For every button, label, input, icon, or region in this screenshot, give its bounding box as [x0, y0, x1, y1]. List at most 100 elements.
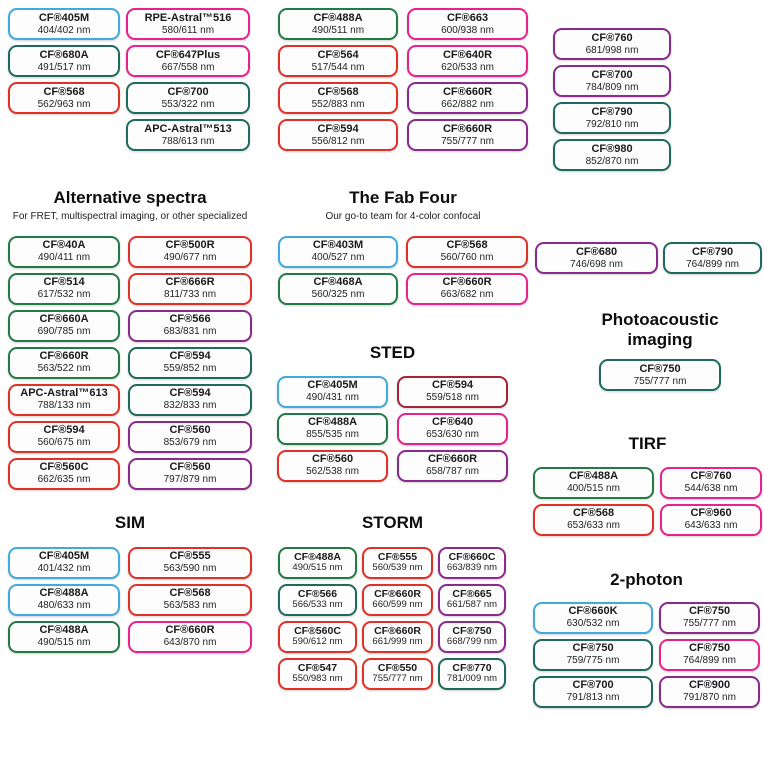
- dye-name: CF®566: [297, 588, 338, 601]
- dye-name: CF®680A: [39, 48, 89, 61]
- dye-ex-em: 643/870 nm: [163, 637, 217, 649]
- dye-ex-em: 755/777 nm: [683, 618, 736, 630]
- dye-ex-em: 560/760 nm: [440, 252, 494, 264]
- dye-ex-em: 792/810 nm: [585, 118, 639, 130]
- photoacoustic-title: Photoacoustic imaging: [601, 310, 719, 349]
- dye-ex-em: 667/558 nm: [161, 61, 215, 73]
- dye-ex-em: 663/839 nm: [446, 562, 498, 574]
- dye-ex-em: 788/613 nm: [161, 135, 215, 147]
- dye-ex-em: 662/635 nm: [37, 474, 91, 486]
- dye-ex-em: 544/638 nm: [684, 483, 738, 495]
- dye-name: CF®665: [452, 588, 492, 601]
- dye-name: APC-Astral™613: [20, 387, 108, 400]
- dye-ex-em: 560/675 nm: [37, 437, 91, 449]
- dye-name: CF®488A: [39, 624, 89, 637]
- dye-name: CF®700: [591, 68, 633, 81]
- dye-name: CF®560: [169, 424, 211, 437]
- dye-ex-em: 643/633 nm: [684, 520, 738, 532]
- dye-name: CF®640: [431, 416, 474, 429]
- dye-name: CF®560C: [39, 461, 89, 474]
- dye-name: CF®680: [575, 245, 618, 258]
- dye-name: CF®488A: [39, 587, 89, 600]
- dye-name: APC-Astral™513: [144, 122, 232, 135]
- dye-ex-em: 653/633 nm: [567, 520, 620, 532]
- dye-ex-em: 560/539 nm: [372, 562, 423, 574]
- dye-name: CF®760: [591, 31, 633, 44]
- storm-title: STORM: [361, 513, 424, 532]
- dye-name: CF®488A: [294, 551, 341, 564]
- dye-ex-em: 560/325 nm: [311, 289, 365, 301]
- dye-name: CF®640R: [442, 48, 493, 61]
- dye-ex-em: 791/813 nm: [566, 692, 620, 704]
- dye-name: CF®405M: [38, 11, 90, 24]
- dye-name: CF®760: [690, 470, 732, 483]
- dye-ex-em: 562/538 nm: [306, 466, 359, 478]
- dye-name: CF®750: [452, 625, 492, 638]
- dye-ex-em: 563/590 nm: [163, 563, 217, 575]
- dye-name: CF®488A: [313, 11, 363, 24]
- dye-name: CF®750: [572, 642, 614, 655]
- dye-ex-em: 661/587 nm: [446, 599, 498, 611]
- 2-photon-title: 2-photon: [610, 570, 683, 589]
- dye-ex-em: 755/777 nm: [633, 375, 687, 387]
- dye-ex-em: 490/411 nm: [37, 252, 91, 264]
- dye-name: CF®594: [169, 387, 211, 400]
- dye-ex-em: 653/630 nm: [426, 429, 479, 441]
- dye-ex-em: 517/544 nm: [311, 61, 365, 73]
- dye-ex-em: 788/133 nm: [37, 400, 91, 412]
- dye-name: CF®560C: [294, 625, 341, 638]
- dye-name: CF®980: [591, 142, 633, 155]
- dye-name: CF®594: [317, 122, 359, 135]
- dye-name: CF®660R: [442, 276, 492, 289]
- dye-ex-em: 832/833 nm: [163, 400, 217, 412]
- dye-name: CF®555: [377, 551, 418, 564]
- dye-ex-em: 590/612 nm: [292, 636, 343, 648]
- dye-name: CF®568: [317, 85, 359, 98]
- dye-name: CF®568: [169, 587, 211, 600]
- dye-ex-em: 563/583 nm: [163, 600, 217, 612]
- alternative-spectra-title: Alternative spectra: [53, 188, 207, 207]
- dye-name: CF®566: [169, 313, 211, 326]
- dye-ex-em: 401/432 nm: [37, 563, 91, 575]
- dye-name: CF®660R: [39, 350, 89, 363]
- dye-name: CF®500R: [165, 239, 215, 252]
